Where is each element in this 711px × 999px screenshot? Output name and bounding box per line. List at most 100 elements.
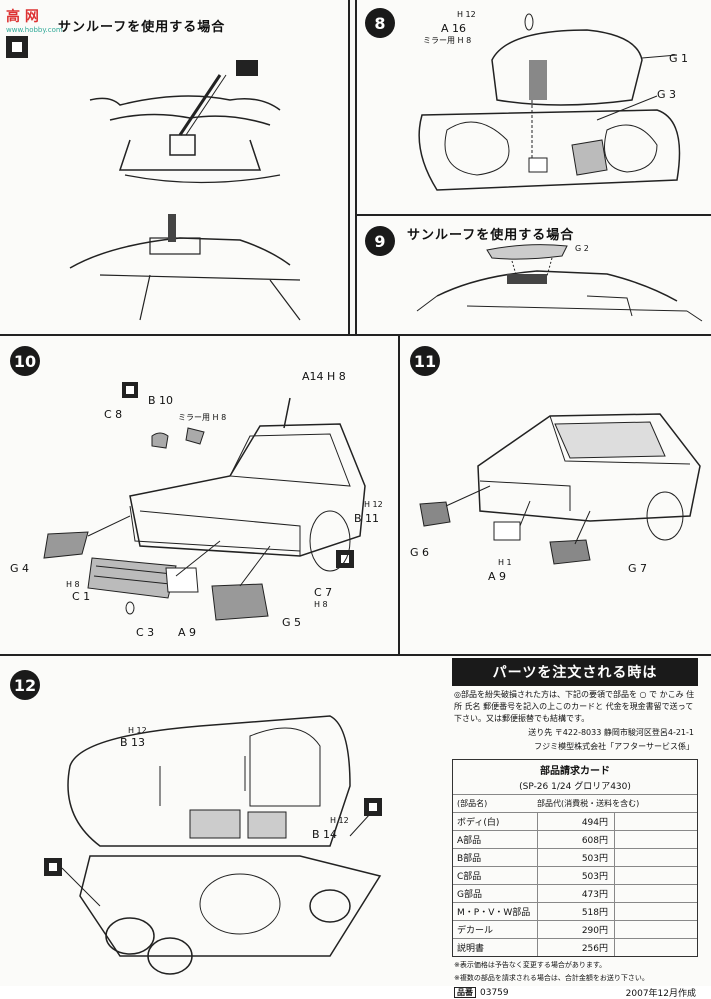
card-row-part: 説明書 (457, 944, 485, 954)
label-g7: G 7 (628, 562, 648, 575)
label-a16-h: H 12 (457, 10, 476, 19)
card-row-qty-box[interactable] (614, 849, 697, 866)
code-value: 03759 (480, 988, 509, 998)
step11-panel: 11 G 6 A 9 H 1 G 7 (398, 334, 711, 656)
card-title: 部品請求カード (540, 766, 610, 777)
step8-illustration (418, 13, 681, 191)
step7-heading: サンルーフを使用する場合 (58, 20, 226, 35)
label-c8: C 8 (104, 408, 123, 421)
label-g4: G 4 (10, 562, 30, 575)
order-address-line2: フジミ模型株式会社「アフターサービス係」 (534, 742, 694, 751)
step9-number: 9 (365, 226, 395, 256)
label-g2: G 2 (575, 244, 589, 253)
step9-illustration (416, 244, 703, 322)
label-a14: A14 H 8 (302, 370, 346, 383)
card-row-price: 503円 (537, 849, 614, 866)
label-b11: B 11 (354, 512, 380, 525)
step12-illustration (44, 715, 382, 975)
card-model: (SP-26 1/24 グロリア430) (519, 782, 631, 792)
card-row-qty-box[interactable] (614, 813, 697, 830)
step11-illustration (419, 413, 701, 565)
order-note-2: ※複数の部品を請求される場合は、合計金額をお送り下さい。 (454, 974, 649, 982)
card-row-qty-box[interactable] (614, 903, 697, 920)
card-row-part: C部品 (457, 872, 482, 882)
step12-panel: 12 B 13 H 12 B 14 H 12 (0, 654, 711, 986)
card-row-part: A部品 (457, 836, 482, 846)
label-c3: C 3 (136, 626, 155, 639)
card-row-price: 494円 (537, 813, 614, 830)
col-price-header: 部品代(消費税・送料を含む) (537, 799, 640, 808)
order-footer: 品番 03759 2007年12月作成 (452, 986, 698, 999)
label-c1-h: H 8 (66, 580, 80, 589)
order-intro: ◎部品を紛失破損された方は、下記の要領で部品を ○ で かこみ 住所 氏名 郵便… (454, 690, 695, 723)
label-b13: B 13 (120, 736, 146, 749)
step12-number: 12 (10, 670, 40, 700)
step10-panel: 10 A14 H 8 B 10 ミラー用 H 8 C 8 B 11 H 12 G… (0, 334, 400, 656)
card-row-price: 503円 (537, 867, 614, 884)
step10-number: 10 (10, 346, 40, 376)
order-address-line1: 送り先 〒422-8033 静岡市駿河区登呂4-21-1 (528, 728, 694, 737)
card-header-row: (部品名) 部品代(消費税・送料を含む) (453, 794, 697, 812)
card-row-price: 608円 (537, 831, 614, 848)
watermark-logo: 高 网 (6, 9, 39, 25)
step8-number: 8 (365, 8, 395, 38)
parts-request-card: 部品請求カード (SP-26 1/24 グロリア430) (部品名) 部品代(消… (452, 759, 698, 957)
card-row-qty-box[interactable] (614, 921, 697, 938)
product-code: 品番 03759 (454, 987, 509, 998)
print-date: 2007年12月作成 (625, 989, 696, 999)
label-b14-h: H 12 (330, 816, 349, 825)
watermark-url: www.hobby.com (6, 26, 63, 34)
code-label: 品番 (454, 987, 476, 998)
card-row-price: 518円 (537, 903, 614, 920)
step7-illustration (6, 36, 301, 321)
label-a9-step11: A 9 (488, 570, 507, 583)
label-c7-h: H 8 (314, 600, 328, 609)
label-g3: G 3 (657, 88, 677, 101)
order-title: パーツを注文される時は (452, 658, 698, 686)
card-row-part: B部品 (457, 854, 482, 864)
card-row: A部品 608円 (453, 830, 697, 848)
card-row: G部品 473円 (453, 884, 697, 902)
col-part-header: (部品名) (457, 799, 488, 808)
label-b14: B 14 (312, 828, 338, 841)
step8-panel: 8 A 16 H 12 ミラー用 H 8 G 1 G 3 (355, 0, 711, 216)
label-c1: C 1 (72, 590, 91, 603)
card-row: B部品 503円 (453, 848, 697, 866)
card-row-part: ボディ(白) (457, 818, 500, 828)
label-g6: G 6 (410, 546, 430, 559)
card-row-qty-box[interactable] (614, 885, 697, 902)
card-row-qty-box[interactable] (614, 831, 697, 848)
card-row-part: デカール (457, 926, 494, 936)
label-c7: C 7 (314, 586, 333, 599)
label-a9: A 9 (178, 626, 197, 639)
step7-panel: 高 网 www.hobby.com サンルーフを使用する場合 (0, 0, 350, 336)
card-row: 説明書 256円 (453, 938, 697, 956)
label-g5: G 5 (282, 616, 302, 629)
card-row: C部品 503円 (453, 866, 697, 884)
card-row-price: 290円 (537, 921, 614, 938)
card-row: ボディ(白) 494円 (453, 812, 697, 830)
order-note-1: ※表示価格は予告なく変更する場合があります。 (454, 961, 607, 969)
card-row: デカール 290円 (453, 920, 697, 938)
card-row-price: 256円 (537, 939, 614, 956)
card-row-price: 473円 (537, 885, 614, 902)
card-row-qty-box[interactable] (614, 939, 697, 956)
step10-illustration (43, 382, 366, 621)
card-row: M・P・V・W部品 518円 (453, 902, 697, 920)
label-a9-h: H 1 (498, 558, 512, 567)
label-b13-h: H 12 (128, 726, 147, 735)
parts-order-section: パーツを注文される時は ◎部品を紛失破損された方は、下記の要領で部品を ○ で … (452, 658, 698, 999)
step11-number: 11 (410, 346, 440, 376)
step9-panel: 9 サンルーフを使用する場合 G 2 (355, 214, 711, 336)
label-a16-mirror: ミラー用 H 8 (423, 36, 472, 45)
label-b10: B 10 (148, 394, 174, 407)
label-b11-h: H 12 (364, 500, 383, 509)
card-row-part: G部品 (457, 890, 482, 900)
step9-heading: サンルーフを使用する場合 (407, 228, 575, 243)
card-row-part: M・P・V・W部品 (457, 908, 531, 918)
card-row-qty-box[interactable] (614, 867, 697, 884)
label-a16: A 16 (441, 22, 467, 35)
label-b10-mirror: ミラー用 H 8 (178, 413, 227, 422)
